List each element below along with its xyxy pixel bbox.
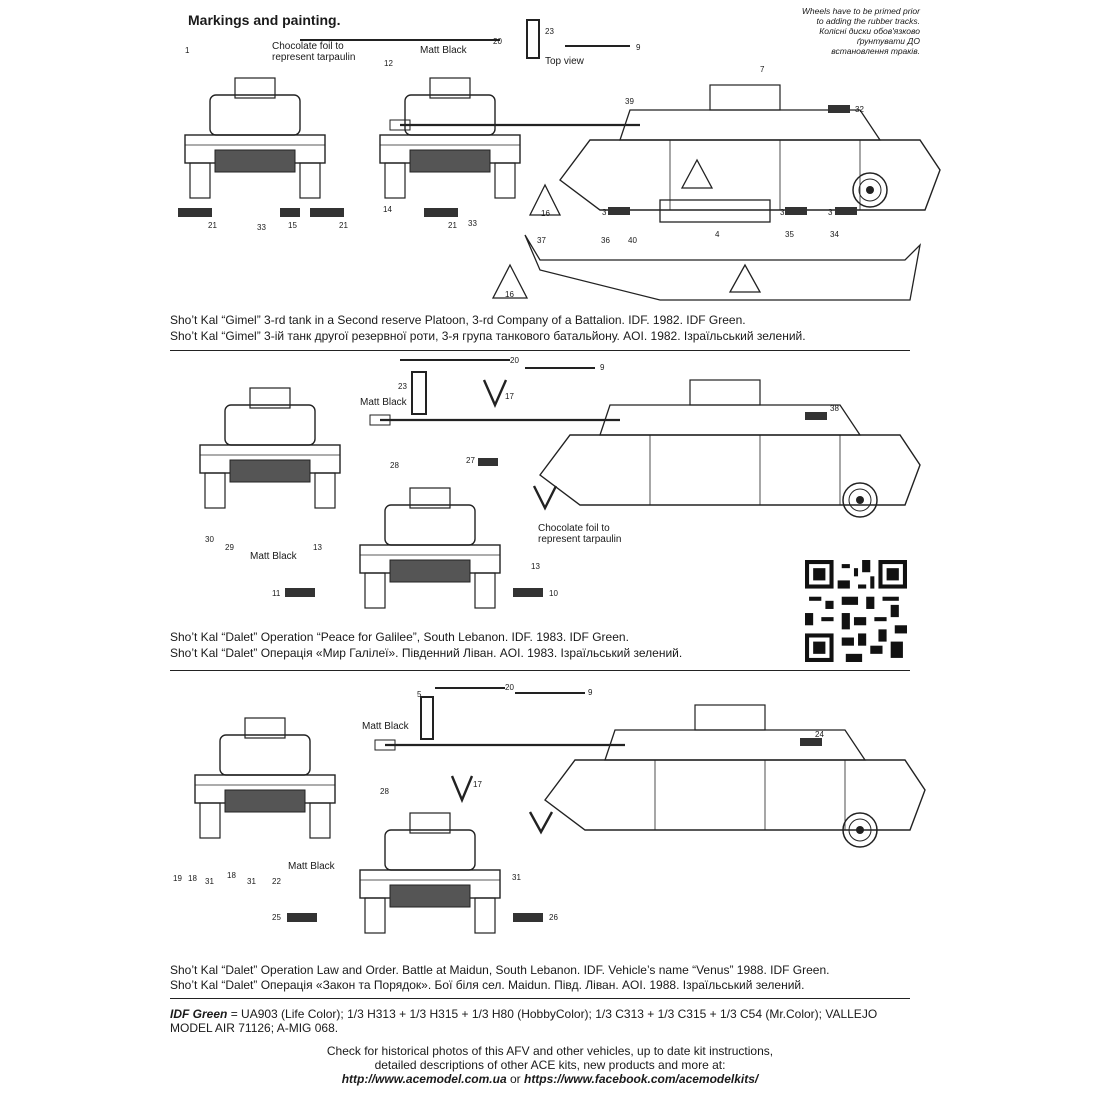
website-link[interactable]: http://www.acemodel.com.ua xyxy=(341,1072,507,1086)
marking-number: 16 xyxy=(541,209,550,218)
marking-number: 9 xyxy=(636,43,641,52)
marking-number: 9 xyxy=(600,363,605,372)
marking-number: 17 xyxy=(505,392,514,401)
marking-number: 18 xyxy=(188,874,197,883)
panel2-caption-en: Sho’t Kal “Dalet” Operation “Peace for G… xyxy=(170,630,629,644)
marking-number: 31 xyxy=(247,877,256,886)
marking-number: 21 xyxy=(448,221,457,230)
marking-number: 34 xyxy=(830,230,839,239)
marking-number: 10 xyxy=(549,589,558,598)
marking-number: 28 xyxy=(380,787,389,796)
marking-number: 37 xyxy=(537,236,546,245)
marking-number: 23 xyxy=(545,27,554,36)
marking-number: 17 xyxy=(473,780,482,789)
marking-number: 9 xyxy=(588,688,593,697)
callout-matt-black-3-top: Matt Black xyxy=(362,721,409,732)
callout-matt-black-1: Matt Black xyxy=(420,45,467,56)
panel2-caption-ua: Sho’t Kal “Dalet” Операція «Мир Галілеї»… xyxy=(170,646,683,660)
marking-number: 20 xyxy=(493,37,502,46)
panel3-caption-en: Sho’t Kal “Dalet” Operation Law and Orde… xyxy=(170,963,830,977)
marking-number: 3 xyxy=(780,208,785,217)
marking-number: 19 xyxy=(173,874,182,883)
section-divider xyxy=(170,670,910,671)
marking-number: 22 xyxy=(272,877,281,886)
marking-number: 14 xyxy=(383,205,392,214)
callout-chocolate-foil-1: Chocolate foil to represent tarpaulin xyxy=(272,41,356,63)
footer: Check for historical photos of this AFV … xyxy=(326,1044,774,1086)
marking-number: 29 xyxy=(225,543,234,552)
marking-number: 7 xyxy=(760,65,765,74)
facebook-link[interactable]: https://www.facebook.com/acemodelkits/ xyxy=(523,1072,759,1086)
panel1-caption-en: Sho’t Kal “Gimel” 3-rd tank in a Second … xyxy=(170,313,746,327)
marking-number: 4 xyxy=(715,230,720,239)
marking-number: 33 xyxy=(257,223,266,232)
marking-number: 15 xyxy=(288,221,297,230)
panel3-caption-ua: Sho’t Kal “Dalet” Операція «Закон та Пор… xyxy=(170,978,805,992)
instruction-sheet xyxy=(155,0,935,1100)
marking-number: 36 xyxy=(601,236,610,245)
panel1-caption-ua: Sho’t Kal “Gimel” 3-ій танк другої резер… xyxy=(170,329,806,343)
marking-number: 20 xyxy=(505,683,514,692)
marking-number: 11 xyxy=(272,589,281,598)
marking-number: 30 xyxy=(205,535,214,544)
callout-matt-black-2-bottom: Matt Black xyxy=(250,551,297,562)
marking-number: 3 xyxy=(602,208,607,217)
marking-number: 40 xyxy=(628,236,637,245)
marking-number: 24 xyxy=(815,730,824,739)
marking-number: 18 xyxy=(227,871,236,880)
paint-recipe: IDF Green = UA903 (Life Color); 1/3 H313… xyxy=(170,1007,878,1035)
marking-number: 5 xyxy=(417,690,422,699)
marking-number: 32 xyxy=(855,105,864,114)
marking-number: 31 xyxy=(205,877,214,886)
marking-number: 26 xyxy=(549,913,558,922)
marking-number: 27 xyxy=(466,456,475,465)
callout-matt-black-2-top: Matt Black xyxy=(360,397,407,408)
marking-number: 33 xyxy=(468,219,477,228)
marking-number: 31 xyxy=(512,873,521,882)
marking-number: 12 xyxy=(384,59,393,68)
marking-number: 16 xyxy=(505,290,514,299)
marking-number: 28 xyxy=(390,461,399,470)
marking-number: 3 xyxy=(828,208,833,217)
marking-number: 13 xyxy=(313,543,322,552)
marking-number: 39 xyxy=(625,97,634,106)
marking-number: 38 xyxy=(830,404,839,413)
section-divider xyxy=(170,998,910,999)
marking-number: 21 xyxy=(339,221,348,230)
marking-number: 1 xyxy=(185,46,190,55)
callout-matt-black-3-bottom: Matt Black xyxy=(288,861,335,872)
section-divider xyxy=(170,350,910,351)
page-title: Markings and painting. xyxy=(188,12,341,28)
callout-chocolate-foil-2: Chocolate foil to represent tarpaulin xyxy=(538,523,622,545)
marking-number: 20 xyxy=(510,356,519,365)
qr-code-icon xyxy=(805,560,907,662)
marking-number: 21 xyxy=(208,221,217,230)
wheel-priming-note: Wheels have to be primed prior to adding… xyxy=(801,6,920,56)
callout-top-view: Top view xyxy=(545,56,584,67)
marking-number: 35 xyxy=(785,230,794,239)
marking-number: 25 xyxy=(272,913,281,922)
marking-number: 23 xyxy=(398,382,407,391)
marking-number: 13 xyxy=(531,562,540,571)
